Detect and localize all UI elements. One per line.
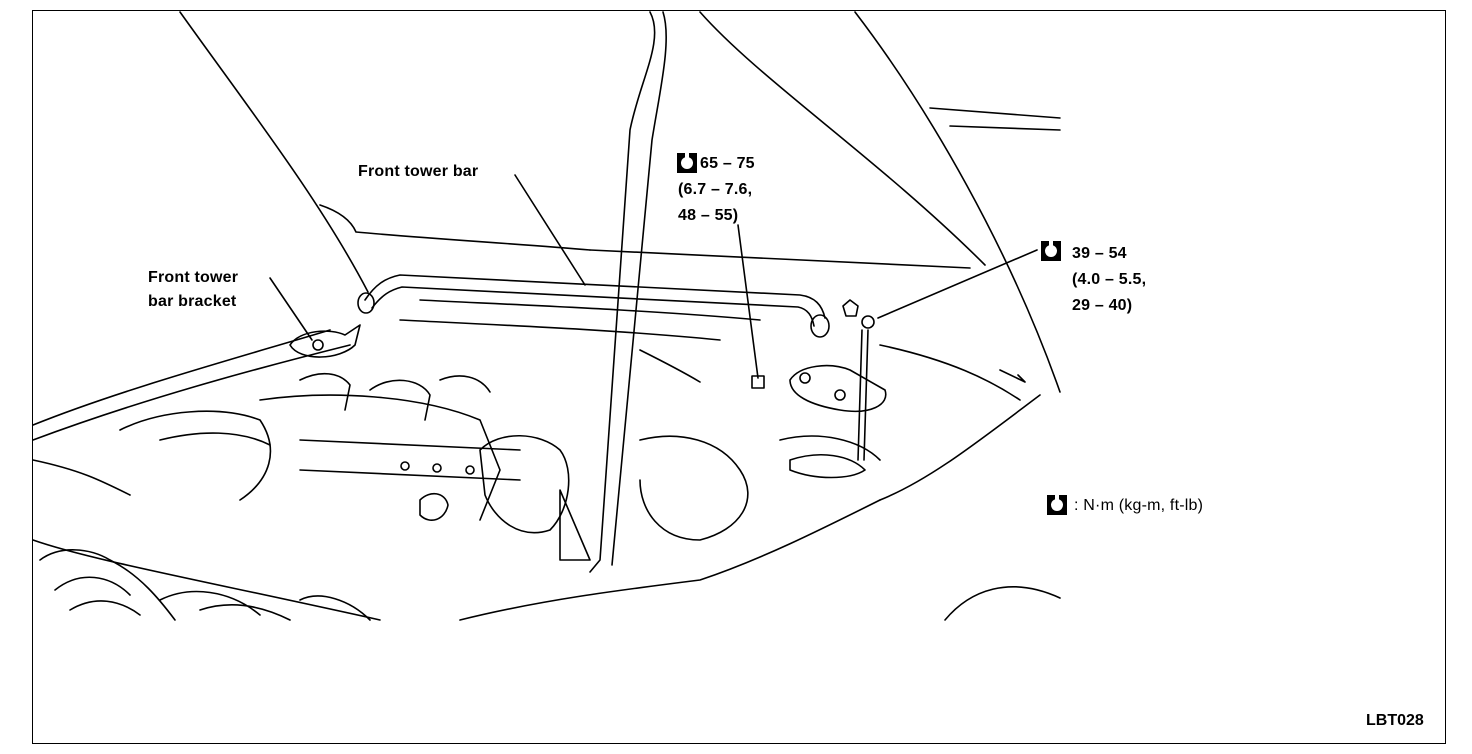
- torque-wrench-icon: [677, 153, 697, 173]
- torque-1-value: 65 – 75: [700, 155, 755, 172]
- hood-left-edge: [179, 11, 369, 293]
- torque-2-kgm: (4.0 – 5.5,: [1072, 271, 1147, 288]
- front-tower-bar-bracket-label-line1: Front tower: [148, 269, 239, 286]
- bracket-left: [289, 324, 361, 358]
- figure-code: LBT028: [1366, 712, 1424, 729]
- torque-wrench-icon: [1047, 495, 1067, 515]
- torque-1-kgm: (6.7 – 7.6,: [678, 181, 753, 198]
- torque-wrench-icon: [1041, 241, 1061, 261]
- figure-frame: [32, 10, 1446, 744]
- leader-torque-1: [737, 224, 759, 379]
- front-tower-bar-bracket-label-line2: bar bracket: [148, 293, 237, 310]
- leader-torque-2: [877, 249, 1038, 319]
- torque-1-ftlb: 48 – 55): [678, 207, 739, 224]
- front-tower-bar-label: Front tower bar: [358, 163, 479, 180]
- bracket-right: [789, 364, 887, 413]
- torque-2-value: 39 – 54: [1072, 245, 1127, 262]
- torque-2-ftlb: 29 – 40): [1072, 297, 1133, 314]
- front-tower-bar-shape: [357, 274, 830, 338]
- body-left-contour: [32, 329, 331, 426]
- hood-inner-edge: [699, 11, 986, 266]
- grille: [39, 549, 371, 621]
- torque-legend: : N·m (kg-m, ft-lb): [1074, 497, 1204, 514]
- hood-right-edge: [854, 11, 1061, 393]
- leader-tower-bar: [514, 174, 586, 286]
- leader-bracket: [269, 277, 313, 341]
